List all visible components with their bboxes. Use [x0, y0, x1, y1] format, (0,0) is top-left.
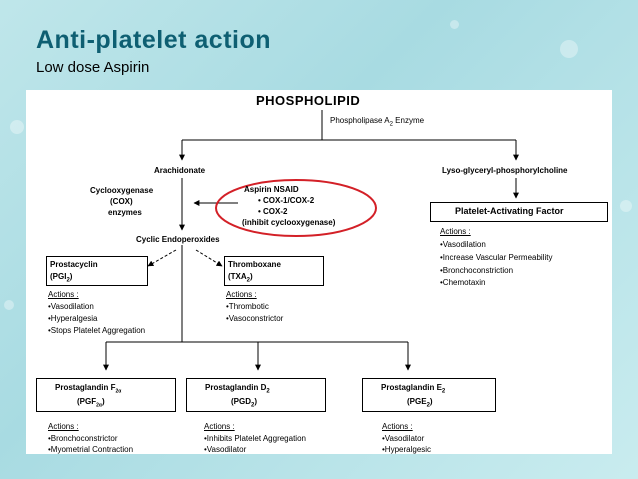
- aspirin-highlight-ring: [215, 179, 377, 237]
- pge-action-item: •Vasodilator: [382, 434, 425, 443]
- pgf-box: Prostaglandin F2α (PGF2α): [36, 378, 176, 412]
- pge-text: Prostaglandin E: [381, 383, 442, 392]
- thromboxane-label-line1: Thromboxane: [228, 260, 281, 269]
- phospholipase-label: Phospholipase A2 Enzyme: [330, 116, 424, 130]
- diagram-connectors: [103, 110, 519, 371]
- lyso-label: Lyso-glyceryl-phosphorylcholine: [442, 166, 568, 175]
- arrow-to-thromboxane: [195, 249, 223, 267]
- cox-label-line1: Cyclooxygenase: [90, 186, 154, 195]
- pge-label-line1: Prostaglandin E2: [381, 383, 445, 397]
- pgf-action-item: •Bronchoconstrictor: [48, 434, 118, 443]
- pgf-actions-heading: Actions :: [48, 422, 79, 431]
- pgf-subscript-abbr: 2α: [96, 402, 102, 409]
- pgf-subscript: 2α: [115, 388, 122, 395]
- phospholipid-label: PHOSPHOLIPID: [256, 93, 361, 108]
- prostacyclin-close: ): [69, 272, 73, 281]
- paf-action-item: •Increase Vascular Permeability: [440, 253, 553, 262]
- thromboxane-actions-heading: Actions :: [226, 290, 257, 299]
- prostacyclin-label-line2: (PGI2): [50, 272, 72, 286]
- pgd-label-line2: (PGD2): [231, 397, 257, 411]
- aspirin-label-line4: (inhibit cyclooxygenase): [242, 218, 336, 227]
- background-droplet: [620, 200, 632, 212]
- arrow-to-prostacyclin: [147, 249, 177, 267]
- paf-actions-heading: Actions :: [440, 227, 471, 236]
- prostacyclin-action-item: •Stops Platelet Aggregation: [48, 326, 146, 335]
- phospholipase-text: Phospholipase A: [330, 116, 390, 125]
- phospholipid-pathway-diagram: PHOSPHOLIPID Phospholipase A2 Enzyme Ara…: [26, 90, 612, 454]
- pge-actions-heading: Actions :: [382, 422, 413, 431]
- pgf-label-line2: (PGF2α): [77, 397, 105, 411]
- thromboxane-abbr: (TXA: [228, 272, 247, 281]
- pgf-abbr: (PGF: [77, 397, 97, 406]
- pgd-box: Prostaglandin D2 (PGD2): [186, 378, 326, 412]
- pgf-text: Prostaglandin F: [55, 383, 116, 392]
- thromboxane-action-item: •Thrombotic: [226, 302, 269, 311]
- paf-label: Platelet-Activating Factor: [455, 206, 564, 216]
- aspirin-label-line1: Aspirin NSAID: [244, 185, 299, 194]
- paf-action-item: •Chemotaxin: [440, 278, 486, 287]
- background-droplet: [10, 120, 24, 134]
- pgd-subscript-abbr: 2: [251, 402, 255, 409]
- thromboxane-box: Thromboxane (TXA2): [224, 256, 324, 286]
- pgd-action-item: •Inhibits Platelet Aggregation: [204, 434, 306, 443]
- pge-subscript-abbr: 2: [426, 402, 430, 409]
- prostacyclin-actions-heading: Actions :: [48, 290, 79, 299]
- arachidonate-label: Arachidonate: [154, 166, 206, 175]
- background-droplet: [450, 20, 459, 29]
- aspirin-label-line2: • COX-1/COX-2: [258, 196, 315, 205]
- prostacyclin-box: Prostacyclin (PGI2): [46, 256, 148, 286]
- cox-label-line3: enzymes: [108, 208, 142, 217]
- thromboxane-label-line2: (TXA2): [228, 272, 253, 286]
- pgd-close: ): [254, 397, 258, 406]
- pge-abbr: (PGE: [407, 397, 427, 406]
- thromboxane-close: ): [250, 272, 253, 281]
- phospholipase-suffix: Enzyme: [392, 116, 425, 125]
- pge-subscript: 2: [441, 388, 446, 395]
- slide-subtitle: Low dose Aspirin: [36, 59, 150, 76]
- background-droplet: [560, 40, 578, 58]
- pgd-actions-heading: Actions :: [204, 422, 235, 431]
- thromboxane-subscript: 2: [246, 277, 251, 284]
- cox-label-line2: (COX): [110, 197, 133, 206]
- thromboxane-action-item: •Vasoconstrictor: [226, 314, 284, 323]
- pge-box: Prostaglandin E2 (PGE2): [362, 378, 496, 412]
- pge-action-item: •Hyperalgesic: [382, 445, 432, 454]
- pgd-label-line1: Prostaglandin D2: [205, 383, 270, 397]
- pgf-close: ): [101, 397, 105, 406]
- cyclic-endoperoxides-label: Cyclic Endoperoxides: [136, 235, 220, 244]
- phospholipase-subscript: 2: [389, 121, 393, 128]
- paf-action-item: •Vasodilation: [440, 240, 486, 249]
- prostacyclin-abbr: (PGI: [50, 272, 67, 281]
- pgd-subscript: 2: [266, 388, 270, 395]
- background-droplet: [4, 300, 14, 310]
- slide-title: Anti-platelet action: [36, 26, 272, 54]
- pge-label-line2: (PGE2): [407, 397, 433, 411]
- prostacyclin-action-item: •Hyperalgesia: [48, 314, 98, 323]
- pgd-text: Prostaglandin D: [205, 383, 267, 392]
- aspirin-label-line3: • COX-2: [258, 207, 288, 216]
- pgd-abbr: (PGD: [231, 397, 251, 406]
- paf-action-item: •Bronchoconstriction: [440, 266, 514, 275]
- pgf-label-line1: Prostaglandin F2α: [55, 383, 121, 397]
- pgf-action-item: •Myometrial Contraction: [48, 445, 134, 454]
- prostacyclin-subscript: 2: [66, 277, 70, 284]
- pgd-action-item: •Vasodilator: [204, 445, 247, 454]
- prostacyclin-label-line1: Prostacyclin: [50, 260, 98, 269]
- pge-close: ): [429, 397, 433, 406]
- paf-box: Platelet-Activating Factor: [430, 202, 608, 222]
- prostacyclin-action-item: •Vasodilation: [48, 302, 94, 311]
